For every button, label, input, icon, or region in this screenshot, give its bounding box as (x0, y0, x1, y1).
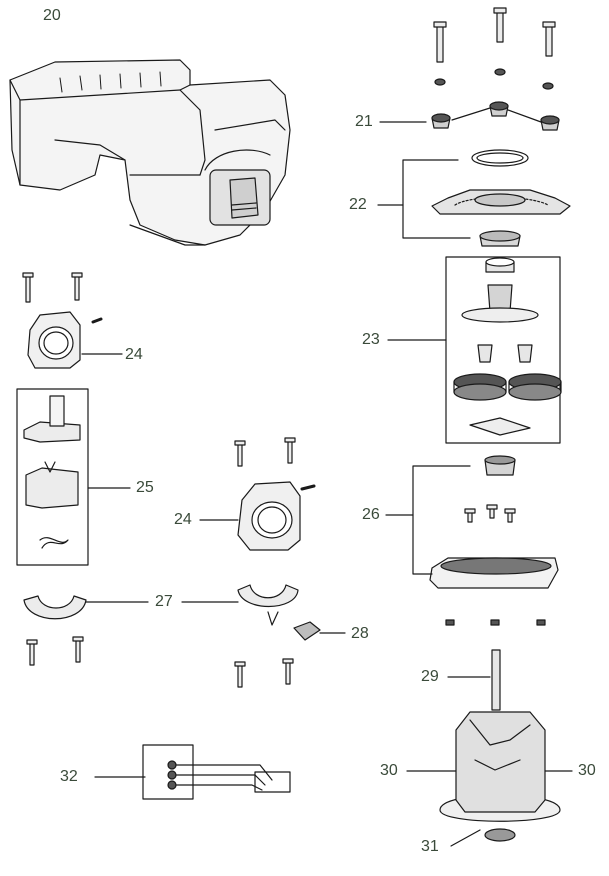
callout-30-left: 30 (380, 762, 398, 779)
callout-26: 26 (362, 506, 380, 523)
part-24-bracket-center (199, 437, 316, 551)
part-25-clip-kit (16, 388, 131, 566)
part-29-31-motor (406, 649, 573, 847)
part-28-clip (293, 621, 346, 641)
callout-24-center: 24 (174, 511, 192, 528)
part-22-gear-plate (377, 149, 571, 247)
callout-24-left: 24 (125, 346, 143, 363)
callout-23: 23 (362, 331, 380, 348)
callout-27: 27 (155, 593, 173, 610)
callout-31: 31 (421, 838, 439, 855)
part-21-screws-feet (379, 7, 560, 131)
callout-29: 29 (421, 668, 439, 685)
callout-21: 21 (355, 113, 373, 130)
callout-25: 25 (136, 479, 154, 496)
callout-32: 32 (60, 768, 78, 785)
callout-30-right: 30 (578, 762, 596, 779)
callout-20: 20 (43, 7, 61, 24)
part-26-motor-cover (385, 455, 559, 626)
part-23-gear-assembly (387, 256, 562, 444)
part-27-half-clamps (23, 584, 299, 688)
part-24-bracket-left (22, 272, 123, 369)
part-32-wiring (94, 744, 291, 800)
callout-22: 22 (349, 196, 367, 213)
part-20-housing (9, 59, 291, 246)
callout-28: 28 (351, 625, 369, 642)
